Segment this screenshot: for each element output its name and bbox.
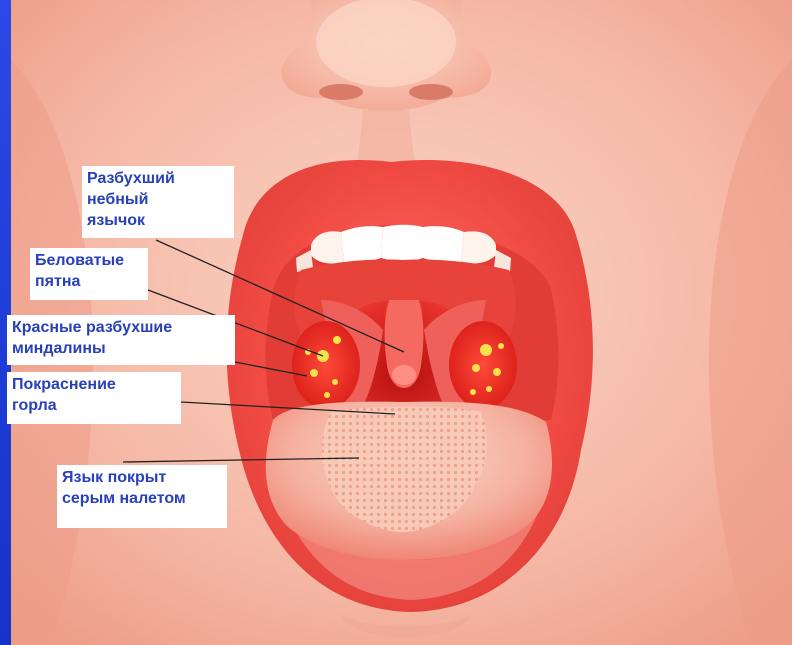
right-nostril	[409, 84, 453, 100]
right-tonsil-spot	[486, 386, 492, 392]
uvula-tip	[392, 365, 416, 385]
label-swollen-tonsils: Красные разбухшие миндалины	[7, 315, 235, 365]
label-coated-tongue: Язык покрыт серым налетом	[57, 465, 227, 528]
left-tonsil-spot	[332, 379, 338, 385]
left-tonsil-spot	[324, 392, 330, 398]
right-tonsil	[449, 321, 517, 409]
label-whitish-patches: Беловатые пятна	[30, 248, 148, 300]
right-tonsil-spot	[480, 344, 492, 356]
right-tonsil-spot	[493, 368, 501, 376]
label-throat-redness: Покраснение горла	[7, 372, 181, 424]
right-tonsil-spot	[498, 343, 504, 349]
label-swollen-uvula: Разбухший небный язычок	[82, 166, 234, 238]
right-tonsil-spot	[472, 364, 480, 372]
left-nostril	[319, 84, 363, 100]
left-tonsil-spot	[333, 336, 341, 344]
philtrum	[356, 110, 416, 168]
left-tonsil-spot	[310, 369, 318, 377]
left-tonsil	[292, 321, 360, 409]
nose-tip	[316, 0, 456, 87]
right-tonsil-spot	[470, 389, 476, 395]
